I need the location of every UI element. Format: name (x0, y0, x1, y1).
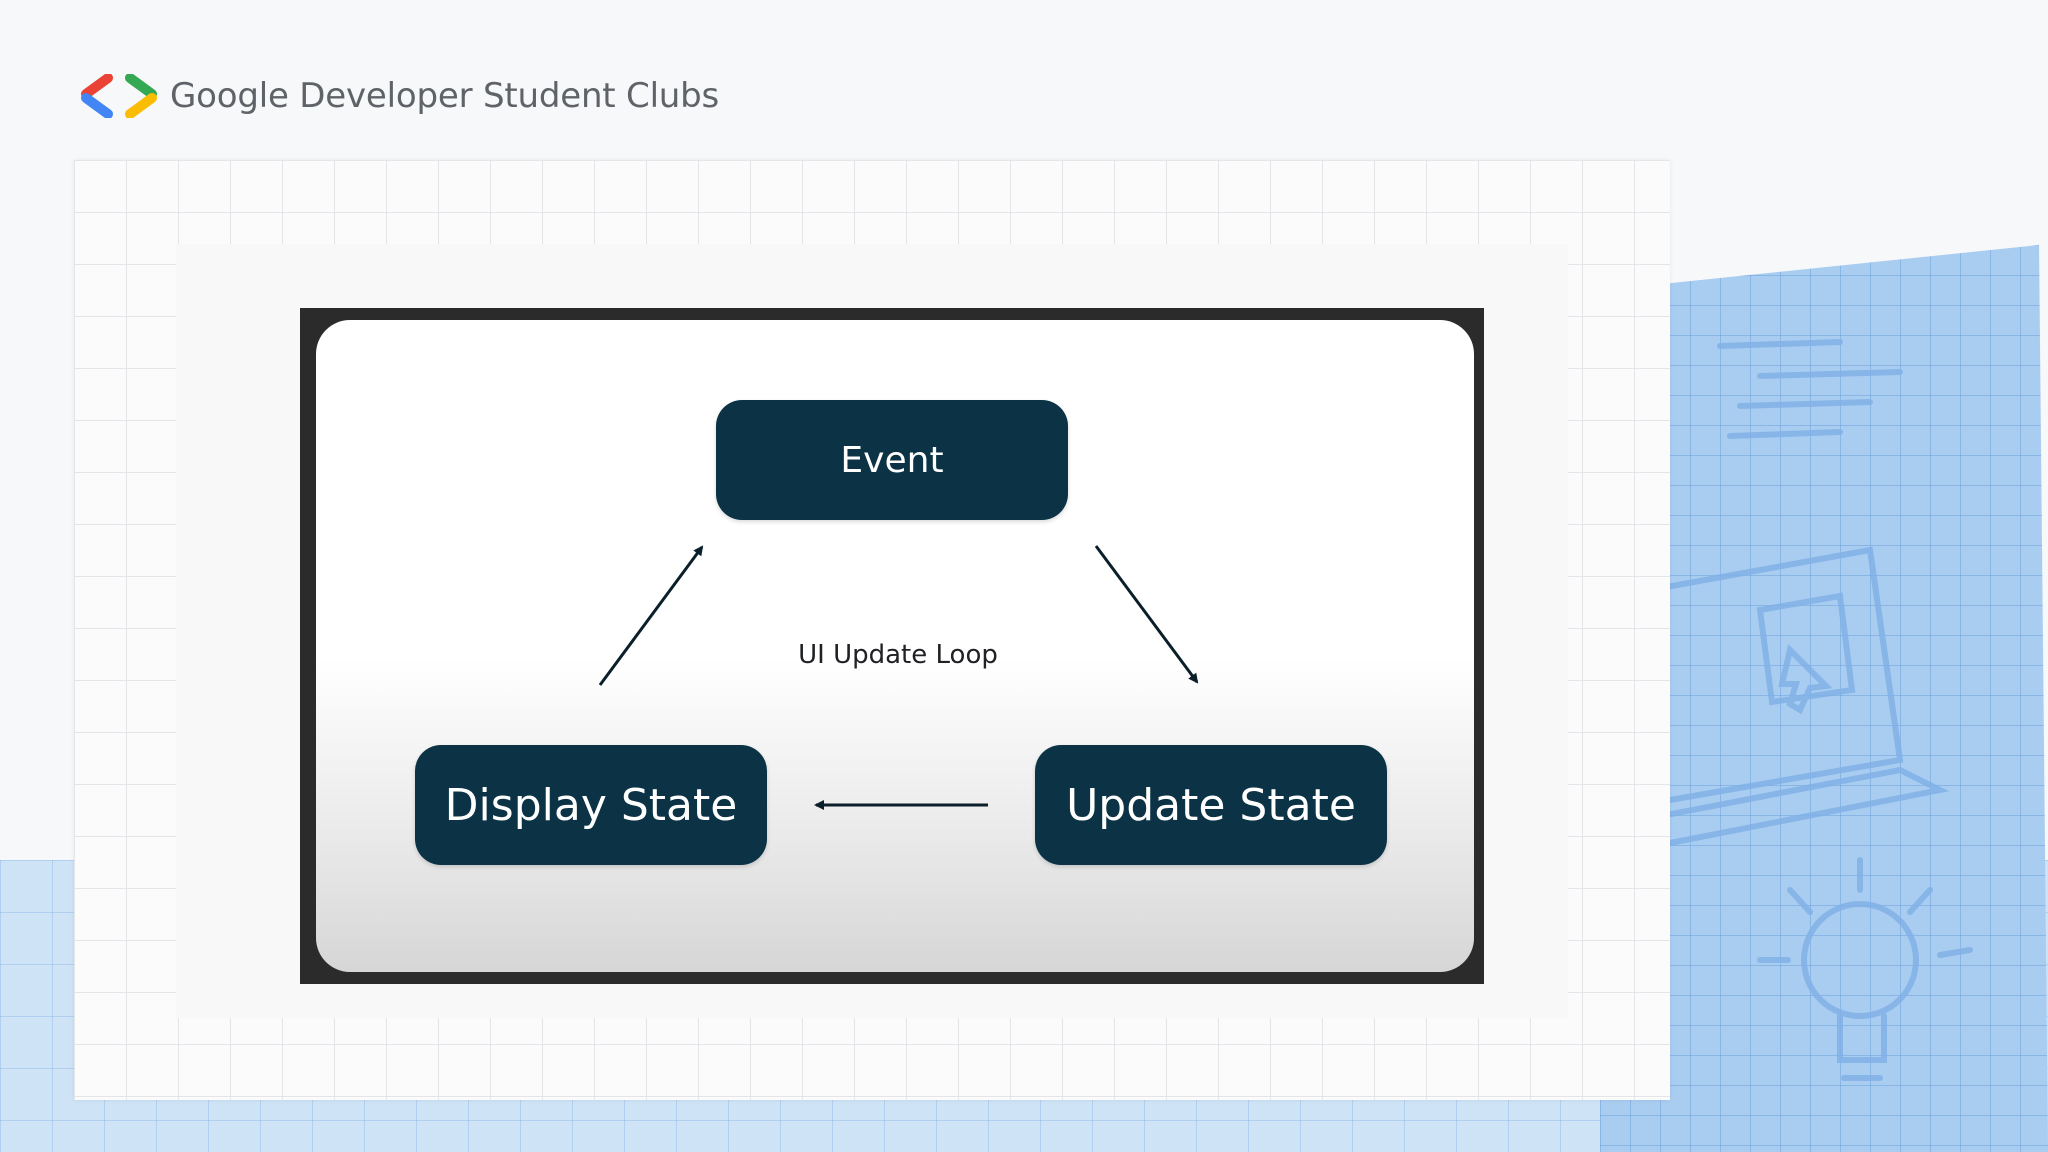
event-node: Event (716, 400, 1068, 520)
update-state-node-label: Update State (1066, 779, 1356, 831)
display-state-node-label: Display State (444, 779, 738, 831)
background-blue-grid-right (1600, 245, 2048, 1152)
brand-name: Google Developer Student Clubs (170, 76, 720, 116)
decorative-sketch-illustration (1640, 339, 1973, 1081)
brand-header: Google Developer Student Clubs (80, 66, 719, 126)
gdsc-logo-icon (81, 74, 157, 118)
event-node-label: Event (840, 439, 944, 481)
display-state-node: Display State (415, 745, 767, 865)
update-state-node: Update State (1035, 745, 1387, 865)
ui-update-loop-label: UI Update Loop (798, 640, 998, 670)
